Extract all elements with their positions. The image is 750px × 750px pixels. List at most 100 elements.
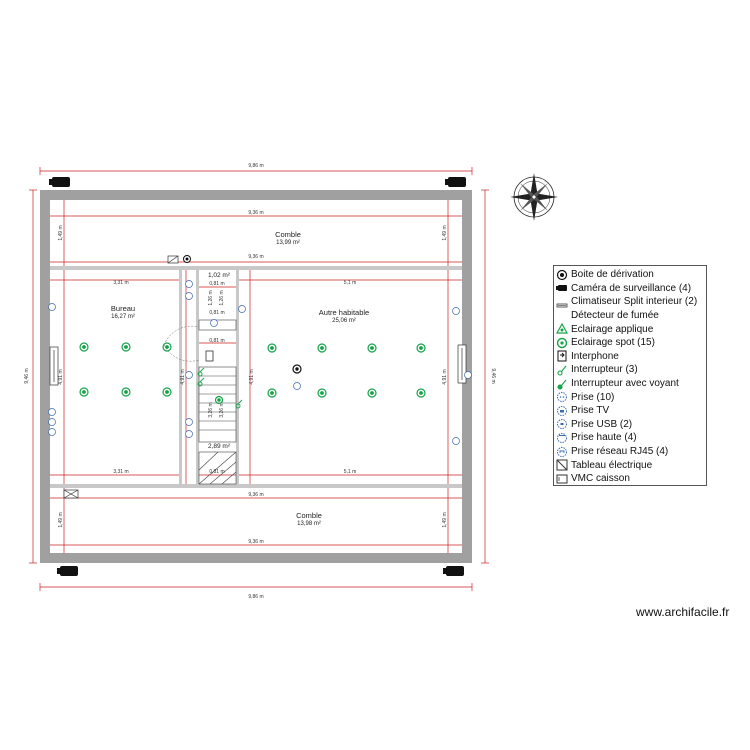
wall-light-icon bbox=[556, 323, 568, 334]
partitions bbox=[50, 266, 462, 488]
legend-item: Eclairage applique bbox=[556, 322, 706, 336]
outlet-icon bbox=[557, 392, 567, 403]
legend-item: Prise réseau RJ45 (4) bbox=[556, 445, 706, 459]
spot-light-icon bbox=[121, 342, 131, 352]
dim-stair-mid-1: 3,26 m bbox=[208, 402, 214, 417]
room-area-living: 25,06 m² bbox=[332, 318, 356, 324]
dim-room-depth-right: 4,91 m bbox=[249, 369, 255, 384]
outlet-icon bbox=[464, 371, 472, 379]
legend-item: VMC caisson bbox=[556, 472, 706, 486]
dim-overall-left: 9,46 m bbox=[24, 368, 30, 383]
room-area-stair-top: 1,02 m² bbox=[208, 272, 231, 279]
cameras bbox=[49, 177, 466, 576]
tv-outlet-icon bbox=[557, 405, 567, 416]
legend-item: Interphone bbox=[556, 350, 706, 364]
outlet-icon bbox=[48, 428, 56, 436]
switch-icon bbox=[197, 367, 205, 377]
outlet-icon bbox=[452, 307, 460, 315]
spot-light-icon bbox=[317, 388, 327, 398]
switch-icon bbox=[235, 399, 243, 409]
dim-room-depth-left: 4,91 m bbox=[58, 369, 64, 384]
legend-item: Prise TV bbox=[556, 404, 706, 418]
legend-item: Interrupteur avec voyant bbox=[556, 377, 706, 391]
legend-label: Eclairage spot (15) bbox=[571, 337, 655, 349]
dim-room-depth-mid: 4,91 m bbox=[180, 369, 186, 384]
legend-label: Caméra de surveillance (4) bbox=[571, 282, 692, 294]
dim-stair-3: 0,81 m bbox=[209, 338, 224, 344]
vmc-icon bbox=[556, 474, 568, 484]
room-name-living: Autre habitable bbox=[319, 308, 369, 317]
spot-light-icon bbox=[556, 337, 568, 348]
room-name-top-attic: Comble bbox=[275, 230, 301, 239]
outlet-icon bbox=[48, 303, 56, 311]
split-ac-icon bbox=[457, 344, 467, 384]
outlets bbox=[48, 280, 472, 445]
legend-item: Climatiseur Split interieur (2) bbox=[556, 295, 706, 309]
dim-inner-3: 9,36 m bbox=[248, 492, 263, 498]
outlet-icon bbox=[238, 305, 246, 313]
legend-label: Boite de dérivation bbox=[571, 269, 654, 281]
camera-icon bbox=[443, 566, 464, 576]
legend-item: Interrupteur (3) bbox=[556, 363, 706, 377]
dim-overall-bottom: 9,86 m bbox=[248, 594, 263, 600]
spot-light-icon bbox=[267, 343, 277, 353]
spot-light-icon bbox=[79, 342, 89, 352]
intercom-icon bbox=[557, 350, 567, 362]
dim-office-bottom: 3,31 m bbox=[113, 469, 128, 475]
outlet-icon bbox=[185, 430, 193, 438]
spot-light-icon bbox=[416, 388, 426, 398]
room-area-stair-bottom: 2,89 m² bbox=[208, 443, 231, 450]
legend: Boite de dérivation Caméra de surveillan… bbox=[553, 265, 707, 486]
legend-label: Prise (10) bbox=[571, 391, 615, 403]
camera-icon bbox=[57, 566, 78, 576]
spot-light-icon bbox=[367, 388, 377, 398]
spot-light-icon bbox=[416, 343, 426, 353]
legend-label: Interrupteur (3) bbox=[571, 364, 638, 376]
legend-item: Prise (10) bbox=[556, 390, 706, 404]
legend-label: Eclairage applique bbox=[571, 323, 654, 335]
switches bbox=[197, 367, 243, 409]
camera-icon bbox=[445, 177, 466, 187]
outlet-icon bbox=[48, 418, 56, 426]
dim-overall-right: 9,46 m bbox=[490, 368, 496, 383]
spot-light-icon bbox=[162, 387, 172, 397]
spot-light-icon bbox=[367, 343, 377, 353]
dim-room-depth-far: 4,91 m bbox=[442, 369, 448, 384]
usb-outlet-icon bbox=[557, 419, 567, 430]
split-ac-icon bbox=[556, 303, 568, 308]
spot-light-icon bbox=[162, 342, 172, 352]
compass-icon bbox=[510, 173, 558, 221]
electrical-panel-icon bbox=[556, 459, 568, 471]
legend-item: Prise USB (2) bbox=[556, 418, 706, 432]
dim-overall-top: 9,86 m bbox=[248, 163, 263, 169]
legend-label: Prise TV bbox=[571, 405, 610, 417]
staircase bbox=[198, 319, 237, 485]
dim-attic-left-bottom: 1,49 m bbox=[58, 512, 64, 527]
network-outlet-icon bbox=[557, 446, 567, 457]
legend-label: Prise USB (2) bbox=[571, 418, 633, 430]
watermark: www.archifacile.fr bbox=[636, 605, 730, 619]
legend-item: Caméra de surveillance (4) bbox=[556, 282, 706, 296]
electrical-panel bbox=[167, 255, 179, 264]
vmc bbox=[63, 489, 79, 499]
outlet-icon bbox=[210, 319, 218, 327]
outlet-icon bbox=[185, 292, 193, 300]
split-ac-units bbox=[49, 344, 467, 386]
dim-stair-small-2: 1,26 m bbox=[219, 290, 225, 305]
dim-stair-4: 0,81 m bbox=[209, 469, 224, 475]
junction-box-icon bbox=[556, 269, 568, 280]
intercom bbox=[205, 350, 214, 362]
spot-light-icon bbox=[214, 395, 224, 405]
intercom-icon bbox=[205, 350, 214, 362]
outlet-icon bbox=[452, 437, 460, 445]
legend-label: Interphone bbox=[571, 350, 619, 362]
dim-office-top: 3,31 m bbox=[113, 280, 128, 286]
smoke-detector-icon bbox=[556, 310, 568, 322]
outlet-icon bbox=[185, 371, 193, 379]
switch-icon bbox=[557, 365, 567, 376]
outlet-icon bbox=[293, 382, 301, 390]
room-name-office: Bureau bbox=[111, 304, 135, 313]
high-outlet-icon bbox=[557, 432, 567, 443]
legend-item: Eclairage spot (15) bbox=[556, 336, 706, 350]
dim-attic-right-bottom: 1,49 m bbox=[442, 512, 448, 527]
